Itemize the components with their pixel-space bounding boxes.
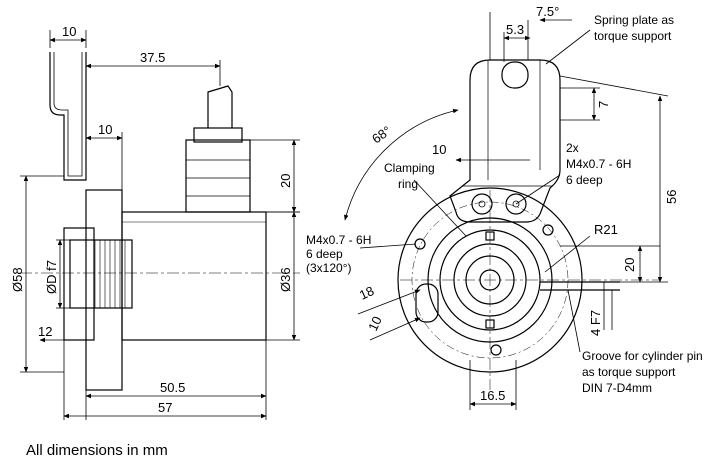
label-groove-line3: DIN 7-D4mm bbox=[582, 381, 652, 395]
pin-groove bbox=[415, 283, 439, 323]
side-view bbox=[20, 52, 300, 391]
label-groove-line2: as torque support bbox=[582, 365, 676, 379]
label-spring-plate-line2: torque support bbox=[594, 29, 672, 43]
flange-circle bbox=[397, 187, 583, 373]
label-clamping-line2: ring bbox=[398, 177, 418, 191]
dim-16-5: 16.5 bbox=[480, 388, 505, 403]
dim-57: 57 bbox=[158, 400, 172, 415]
cable bbox=[207, 85, 233, 128]
label-3x-line2: 6 deep bbox=[306, 247, 343, 261]
label-2x-line2: M4x0.7 - 6H bbox=[566, 157, 631, 171]
label-clamping-line1: Clamping bbox=[384, 161, 435, 175]
hollow-shaft bbox=[69, 239, 133, 309]
encoder-body bbox=[121, 211, 267, 341]
dim-7: 7 bbox=[596, 101, 611, 108]
dim-37-5: 37.5 bbox=[140, 50, 165, 65]
front-view bbox=[344, 59, 660, 390]
dim-10-plate: 10 bbox=[432, 142, 446, 157]
clamping-ring bbox=[439, 229, 541, 331]
front-view-dimension-text: 7.5° 5.3 7 68° 10 56 R21 20 18 10 4 F7 1… bbox=[357, 4, 679, 403]
dim-5-3: 5.3 bbox=[506, 22, 524, 37]
label-groove-line1: Groove for cylinder pin bbox=[582, 349, 703, 363]
cable-gland bbox=[185, 139, 251, 213]
mount-hole-bottom bbox=[490, 344, 502, 356]
dim-4-f7: 4 F7 bbox=[588, 310, 603, 336]
mount-hole-left bbox=[414, 238, 426, 250]
dim-7-5-deg: 7.5° bbox=[536, 4, 559, 19]
flange-disk bbox=[63, 227, 95, 341]
label-spring-plate-line1: Spring plate as bbox=[594, 13, 674, 27]
dim-20-gland: 20 bbox=[278, 174, 293, 188]
front-view-labels: Spring plate as torque support Clamping … bbox=[306, 13, 703, 395]
encoder-dimension-drawing: 10 37.5 10 20 Ø58 ØD f7 Ø36 12 50.5 57 bbox=[10, 4, 703, 420]
dim-20-offset: 20 bbox=[622, 258, 637, 272]
mount-hole-right bbox=[542, 224, 554, 236]
thread-hole-right bbox=[505, 193, 527, 215]
flange-plate bbox=[49, 52, 87, 181]
front-view-dimensions bbox=[357, 12, 669, 410]
side-view-dimensions bbox=[20, 30, 300, 420]
label-3x-line3: (3x120°) bbox=[306, 261, 352, 275]
footer-note: All dimensions in mm bbox=[26, 442, 168, 459]
label-2x-line1: 2x bbox=[566, 141, 579, 155]
side-view-dimension-text: 10 37.5 10 20 Ø58 ØD f7 Ø36 12 50.5 57 bbox=[10, 24, 293, 415]
dim-r21: R21 bbox=[594, 222, 618, 237]
dim-18: 18 bbox=[357, 283, 376, 303]
dim-12: 12 bbox=[38, 324, 52, 339]
spring-plate bbox=[449, 59, 561, 223]
dim-diameter-d-f7: ØD f7 bbox=[44, 260, 59, 294]
dim-68-deg: 68° bbox=[369, 123, 394, 147]
dim-10-groove: 10 bbox=[365, 314, 385, 333]
dim-50-5: 50.5 bbox=[160, 380, 185, 395]
dim-diameter-36: Ø36 bbox=[278, 267, 293, 292]
thread-hole-left bbox=[471, 193, 493, 215]
label-3x-line1: M4x0.7 - 6H bbox=[306, 233, 371, 247]
dim-diameter-58: Ø58 bbox=[10, 267, 25, 292]
dim-56: 56 bbox=[664, 190, 679, 204]
dim-10-top: 10 bbox=[62, 24, 76, 39]
label-2x-line3: 6 deep bbox=[566, 173, 603, 187]
dim-10-mid: 10 bbox=[98, 122, 112, 137]
